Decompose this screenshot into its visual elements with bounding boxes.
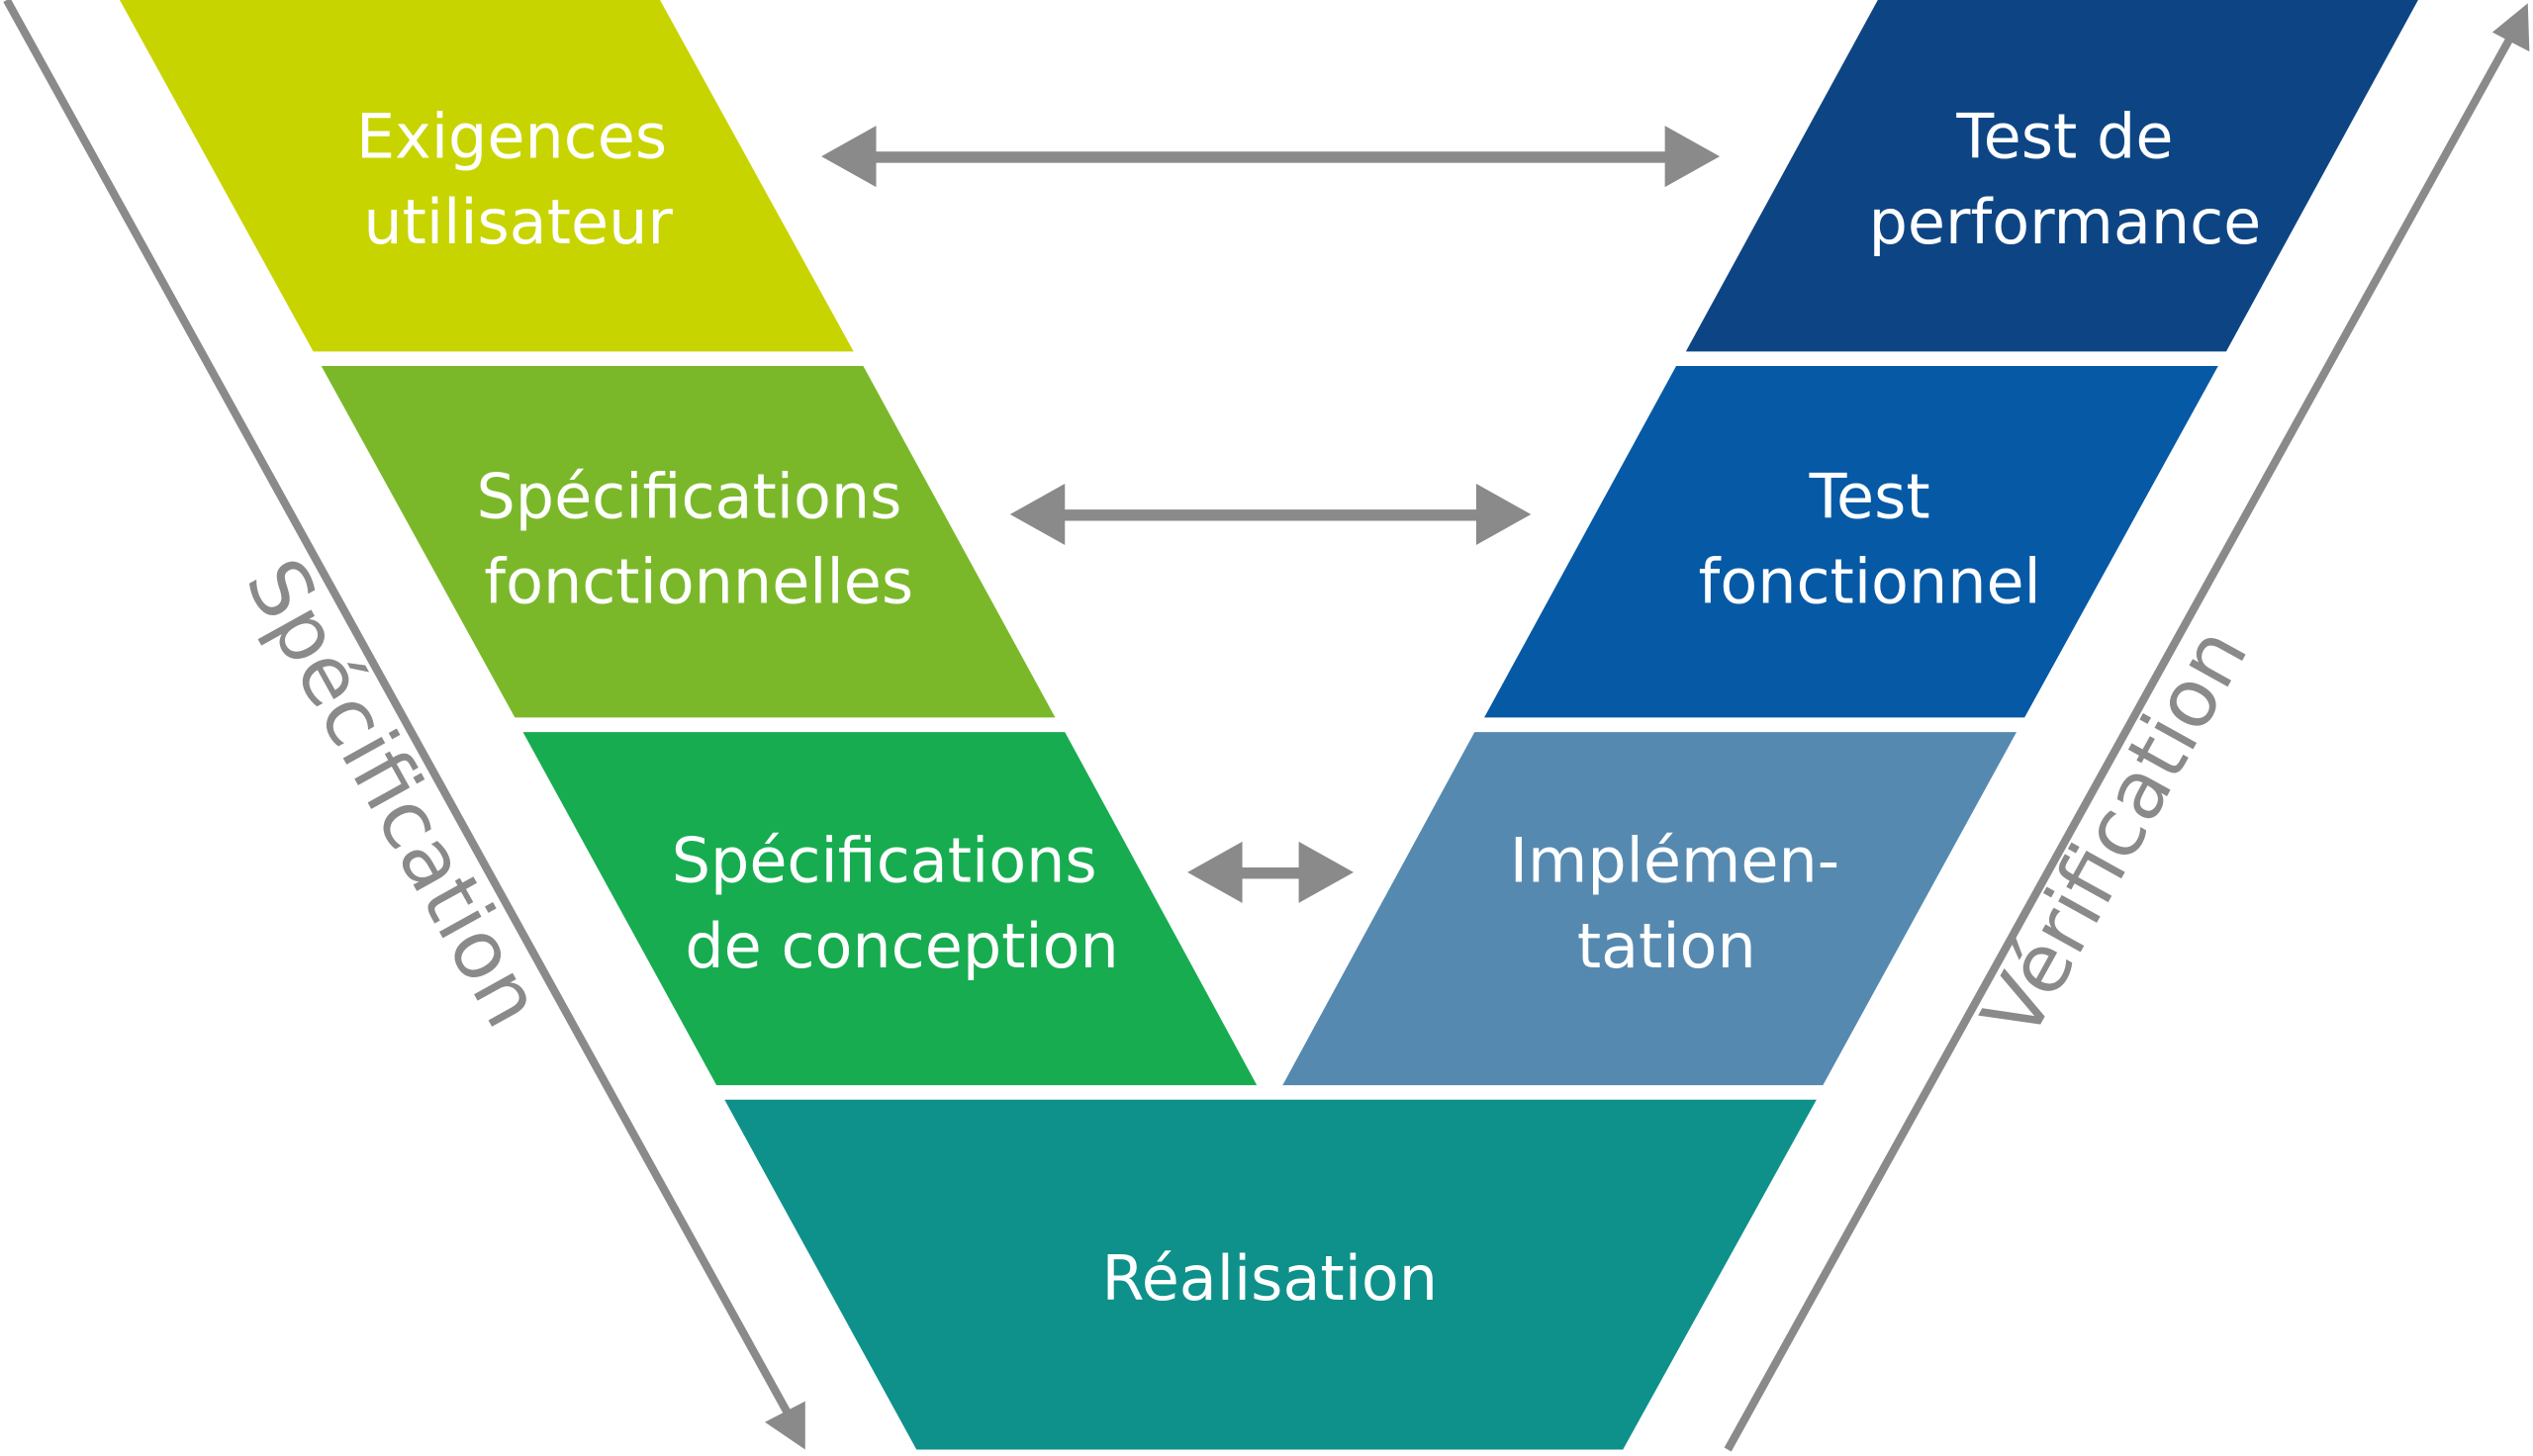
verification-axis-arrow (1724, 3, 2530, 1452)
stage-functional-test (1484, 366, 2218, 718)
stage-realisation-label: Réalisation (1101, 1243, 1438, 1315)
double-arrow-functional (1009, 484, 1532, 545)
stage-performance-test (1685, 0, 2418, 352)
stage-functional-specs (321, 366, 1056, 718)
stage-user-requirements (119, 0, 854, 352)
stage-design-specs (522, 732, 1258, 1086)
specification-axis-arrow (3, 0, 805, 1450)
stage-implementation-label: Implémen-tation (1510, 826, 1839, 982)
stage-implementation (1282, 732, 2017, 1086)
double-arrow-design-implementation (1187, 841, 1355, 903)
double-arrow-requirements-performance (821, 126, 1721, 188)
stage-realisation (724, 1099, 1817, 1450)
